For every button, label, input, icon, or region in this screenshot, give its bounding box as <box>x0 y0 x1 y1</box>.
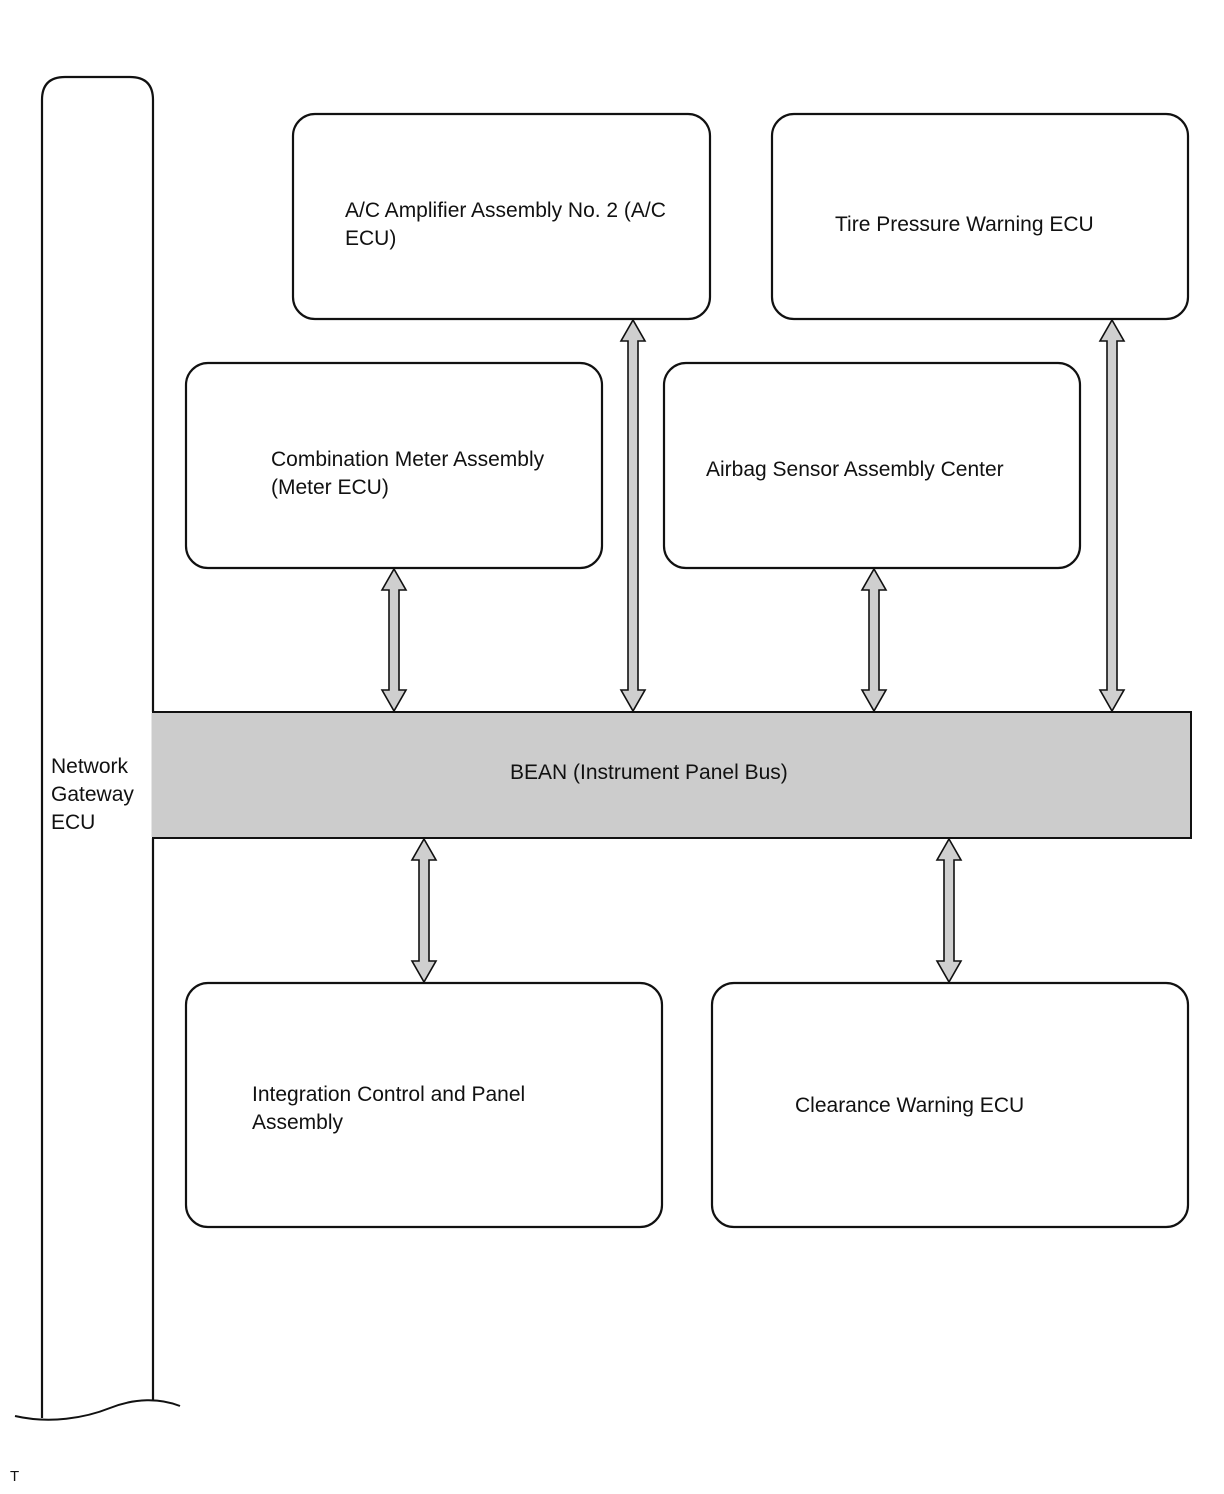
arrow-airbag-sensor-to-bus <box>860 567 888 713</box>
integration-control-label: Integration Control and Panel Assembly <box>252 1083 526 1134</box>
arrow-bus-to-clearance-warning <box>935 837 963 984</box>
airbag-sensor-label: Airbag Sensor Assembly Center <box>706 458 1004 481</box>
gateway-label: Network Gateway ECU <box>51 755 134 834</box>
tire-pressure-label: Tire Pressure Warning ECU <box>835 213 1094 236</box>
ac-amplifier-label: A/C Amplifier Assembly No. 2 (A/C ECU) <box>345 199 666 250</box>
gateway-break-line <box>14 1399 181 1421</box>
ac-amplifier-box <box>291 112 712 321</box>
clearance-warning-label: Clearance Warning ECU <box>795 1094 1025 1117</box>
gateway-column <box>40 75 155 1418</box>
combination-meter-label: Combination Meter Assembly (Meter ECU) <box>271 448 545 499</box>
arrow-bus-to-integration-control <box>410 837 438 984</box>
tire-pressure-box <box>770 112 1190 321</box>
arrow-tire-pressure-to-bus <box>1098 318 1126 713</box>
arrow-ac-amplifier-to-bus <box>619 318 647 713</box>
bean-bus-bar <box>152 711 1192 839</box>
footer-mark: T <box>10 1468 20 1485</box>
bus-label: BEAN (Instrument Panel Bus) <box>510 761 788 784</box>
clearance-warning-box <box>710 981 1190 1229</box>
airbag-sensor-box <box>662 361 1082 570</box>
arrow-combination-meter-to-bus <box>380 567 408 713</box>
